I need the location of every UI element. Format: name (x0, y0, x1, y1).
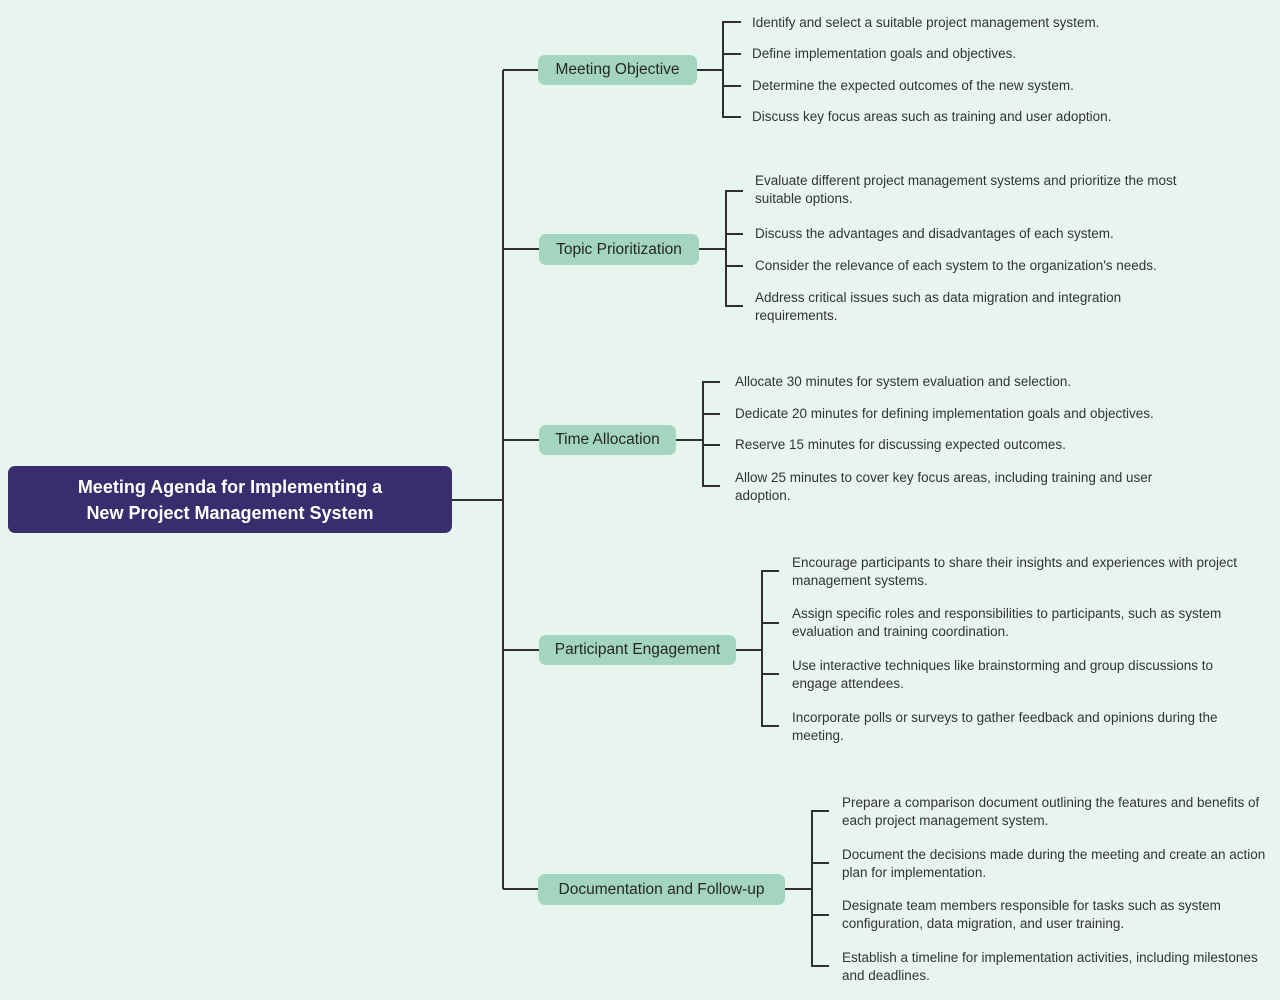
branch-node-documentation-follow-up[interactable]: Documentation and Follow-up (538, 874, 785, 905)
connector-branch-topic-prioritization (503, 190, 743, 307)
leaf-participant-engagement-3[interactable]: Use interactive techniques like brainsto… (792, 658, 1213, 691)
connector-root-trunk (452, 70, 504, 889)
leaf-participant-engagement-4[interactable]: Incorporate polls or surveys to gather f… (792, 710, 1218, 743)
leaf-topic-prioritization-3[interactable]: Consider the relevance of each system to… (755, 258, 1157, 273)
leaf-time-allocation-3[interactable]: Reserve 15 minutes for discussing expect… (735, 437, 1066, 452)
leaf-time-allocation-1[interactable]: Allocate 30 minutes for system evaluatio… (735, 374, 1072, 389)
root-node[interactable]: Meeting Agenda for Implementing a New Pr… (8, 466, 452, 533)
branch-node-meeting-objective[interactable]: Meeting Objective (538, 55, 697, 85)
connector-branch-meeting-objective (503, 21, 741, 118)
connector-branch-participant-engagement (503, 570, 779, 727)
leaf-participant-engagement-2[interactable]: Assign specific roles and responsibiliti… (792, 606, 1222, 639)
leaf-documentation-follow-up-1[interactable]: Prepare a comparison document outlining … (842, 795, 1260, 828)
connector-branch-documentation-follow-up (503, 810, 829, 967)
leaf-time-allocation-2[interactable]: Dedicate 20 minutes for defining impleme… (735, 406, 1154, 421)
leaf-documentation-follow-up-2[interactable]: Document the decisions made during the m… (842, 847, 1266, 880)
leaf-documentation-follow-up-4[interactable]: Establish a timeline for implementation … (842, 950, 1258, 983)
leaf-time-allocation-4[interactable]: Allow 25 minutes to cover key focus area… (735, 470, 1153, 503)
leaf-meeting-objective-3[interactable]: Determine the expected outcomes of the n… (752, 78, 1074, 93)
branch-node-time-allocation[interactable]: Time Allocation (539, 425, 676, 455)
branch-node-topic-prioritization[interactable]: Topic Prioritization (539, 234, 699, 265)
leaf-meeting-objective-2[interactable]: Define implementation goals and objectiv… (752, 46, 1017, 61)
leaf-topic-prioritization-2[interactable]: Discuss the advantages and disadvantages… (755, 226, 1114, 241)
leaf-meeting-objective-4[interactable]: Discuss key focus areas such as training… (752, 109, 1112, 124)
leaf-documentation-follow-up-3[interactable]: Designate team members responsible for t… (842, 898, 1221, 931)
leaf-meeting-objective-1[interactable]: Identify and select a suitable project m… (752, 15, 1100, 30)
leaf-topic-prioritization-1[interactable]: Evaluate different project management sy… (755, 173, 1177, 206)
leaf-participant-engagement-1[interactable]: Encourage participants to share their in… (792, 555, 1237, 588)
branch-node-participant-engagement[interactable]: Participant Engagement (539, 635, 736, 665)
leaf-topic-prioritization-4[interactable]: Address critical issues such as data mig… (755, 290, 1122, 323)
connector-branch-time-allocation (503, 381, 720, 487)
